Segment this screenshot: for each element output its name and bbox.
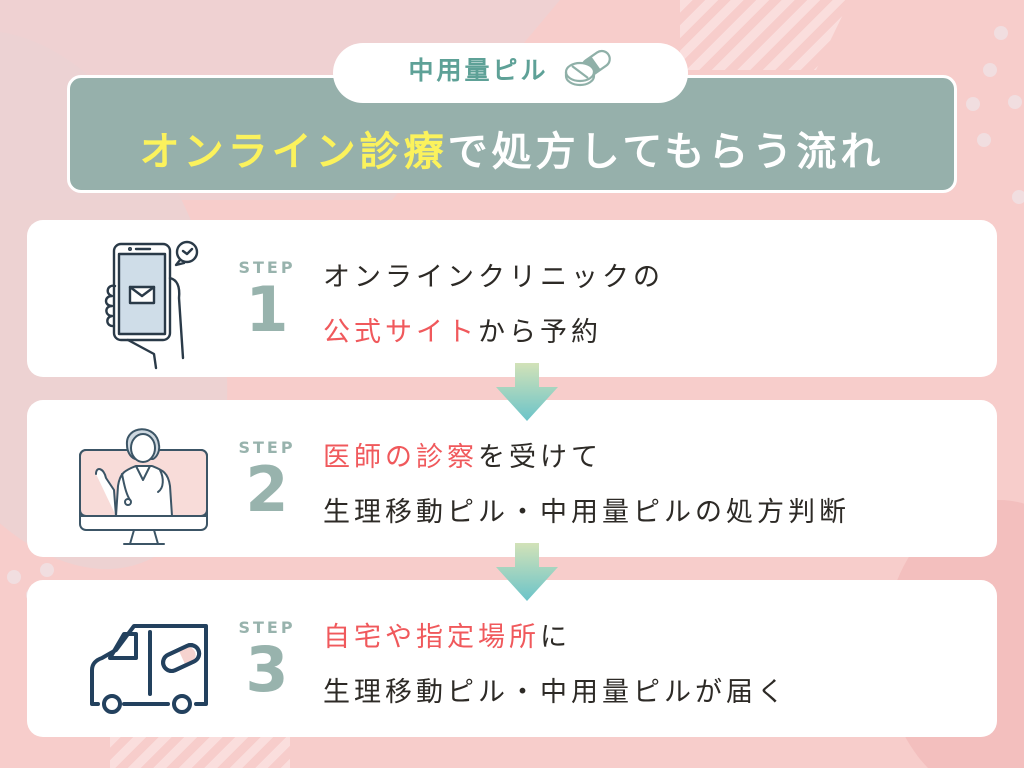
pill-capsule-icon <box>563 47 613 91</box>
step-highlight: 自宅や指定場所 <box>323 622 540 653</box>
step-number: 3 <box>245 633 289 706</box>
step-card-2: STEP 2 医師の診察を受けて 生理移動ピル・中用量ピルの処方判断 <box>27 400 997 557</box>
step-line-2: 生理移動ピル・中用量ピルが届く <box>323 677 788 708</box>
step-highlight: 公式サイト <box>323 317 478 348</box>
step-card-3: STEP 3 自宅や指定場所に 生理移動ピル・中用量ピルが届く <box>27 580 997 737</box>
step-number: 1 <box>245 273 289 346</box>
step-line-2: 公式サイトから予約 <box>323 305 664 360</box>
page-title: オンライン診療で処方してもらう流れ <box>140 119 885 177</box>
category-tag-label: 中用量ピル <box>408 56 549 85</box>
doctor-monitor-icon <box>72 410 222 550</box>
step-line-2-rest: から予約 <box>478 317 602 348</box>
step-line-1: オンラインクリニックの <box>323 262 664 293</box>
smartphone-mail-icon <box>72 230 222 370</box>
step-line-1: 医師の診察を受けて <box>323 430 850 485</box>
arrow-down-icon <box>496 543 558 601</box>
title-rest: で処方してもらう流れ <box>447 129 885 175</box>
step-label: STEP <box>238 618 296 637</box>
delivery-van-icon <box>72 590 222 730</box>
arrow-down-icon <box>496 363 558 421</box>
step-description: 自宅や指定場所に 生理移動ピル・中用量ピルが届く <box>323 610 788 720</box>
step-description: 医師の診察を受けて 生理移動ピル・中用量ピルの処方判断 <box>323 430 850 540</box>
step-line-1-rest: に <box>540 622 571 653</box>
step-line-1-rest: を受けて <box>478 442 602 473</box>
category-tag: 中用量ピル <box>333 43 688 103</box>
step-highlight: 医師の診察 <box>323 442 478 473</box>
background-stripes-top <box>680 0 850 70</box>
step-line-1: 自宅や指定場所に <box>323 610 788 665</box>
step-card-1: STEP 1 オンラインクリニックの 公式サイトから予約 <box>27 220 997 377</box>
background-stripes-bottom <box>110 735 290 768</box>
step-description: オンラインクリニックの 公式サイトから予約 <box>323 250 664 360</box>
step-number: 2 <box>245 453 289 526</box>
title-highlight: オンライン診療 <box>139 129 448 175</box>
step-line-2: 生理移動ピル・中用量ピルの処方判断 <box>323 497 850 528</box>
